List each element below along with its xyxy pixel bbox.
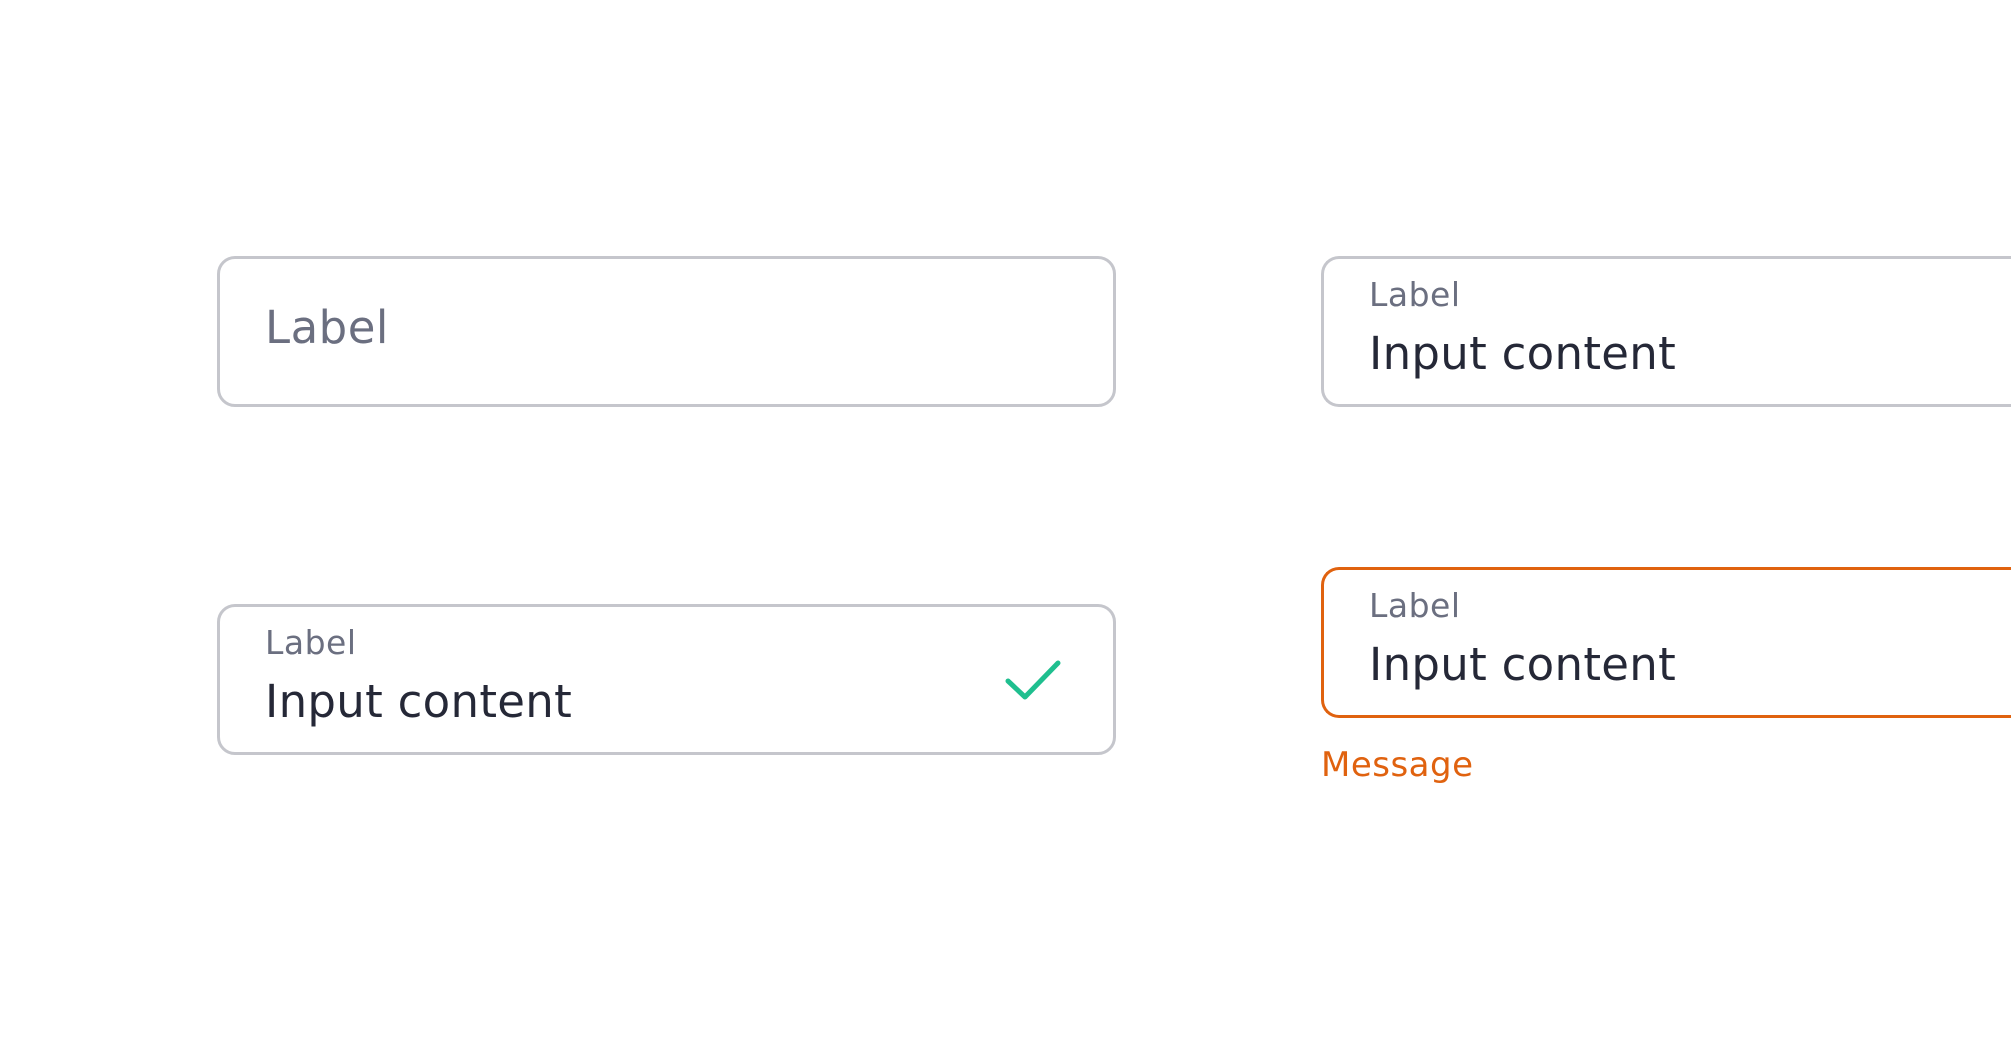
check-icon bbox=[1005, 660, 1061, 700]
text-field-filled[interactable]: Label Input content bbox=[1321, 256, 2011, 407]
field-value: Input content bbox=[1369, 638, 1677, 691]
text-field-empty[interactable]: Label bbox=[217, 256, 1116, 407]
field-label: Label bbox=[1369, 586, 1461, 625]
text-field-success[interactable]: Label Input content bbox=[217, 604, 1116, 755]
error-message: Message bbox=[1321, 745, 1474, 785]
field-value: Input content bbox=[265, 675, 573, 728]
field-label: Label bbox=[1369, 275, 1461, 314]
field-placeholder: Label bbox=[265, 301, 389, 354]
field-value: Input content bbox=[1369, 327, 1677, 380]
text-field-error[interactable]: Label Input content bbox=[1321, 567, 2011, 718]
field-label: Label bbox=[265, 623, 357, 662]
